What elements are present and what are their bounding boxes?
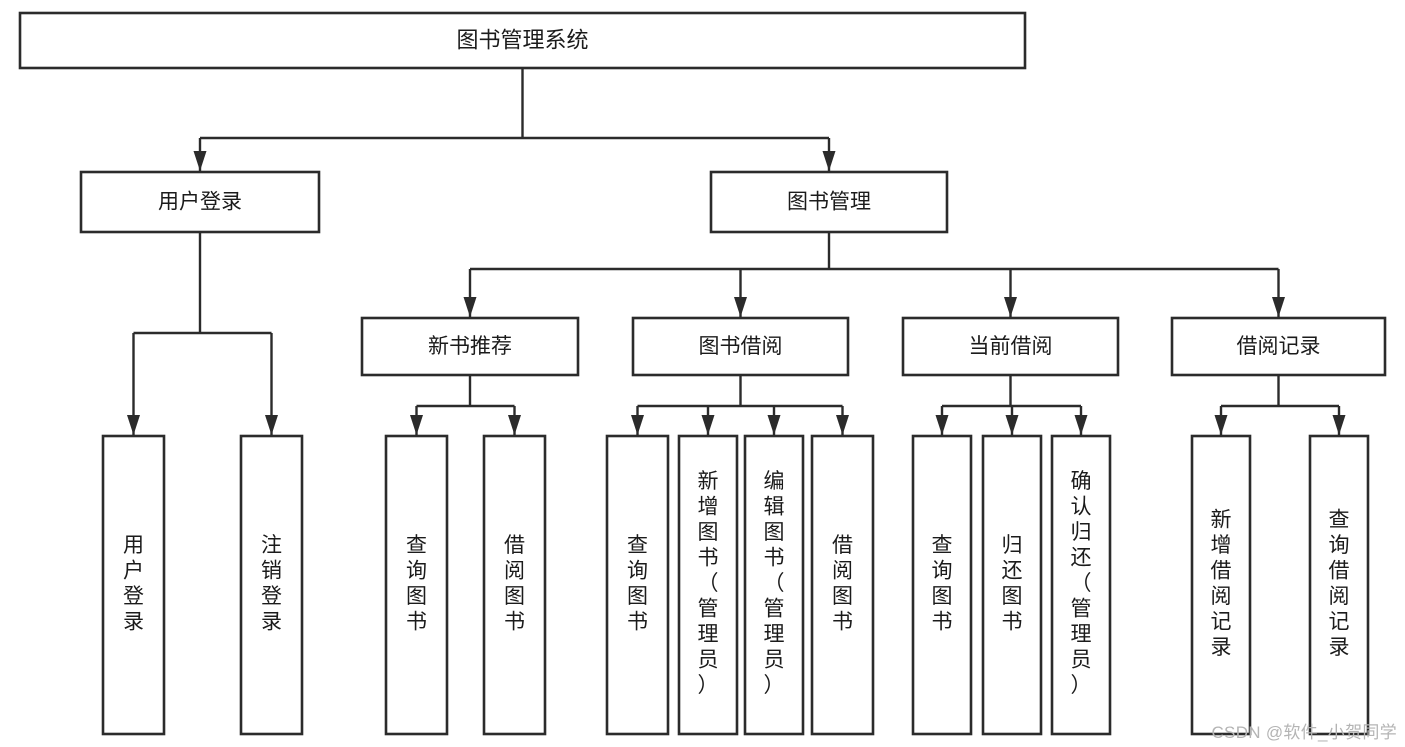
node-box[interactable]	[810, 434, 875, 736]
leaf-node-leaf-borrow-book-recommend[interactable]: 借阅图书	[482, 434, 547, 736]
leaf-node-leaf-add-borrow-record[interactable]: 新增借阅记录	[1190, 434, 1252, 736]
node-box[interactable]	[631, 316, 850, 377]
level2-node-book-borrow[interactable]: 图书借阅	[631, 316, 850, 377]
node-label: 借阅图书	[832, 534, 853, 634]
connectors-layer	[127, 68, 1346, 435]
leaf-node-leaf-query-book-recommend[interactable]: 查询图书	[384, 434, 449, 736]
node-box[interactable]	[1308, 434, 1370, 736]
connector-new-book-recommend-to-leaves	[410, 375, 521, 435]
watermark-credit: CSDN @软件_小贺同学	[1211, 723, 1397, 742]
root-node-root[interactable]: 图书管理系统	[18, 11, 1027, 70]
node-box[interactable]	[1050, 434, 1112, 736]
page-title: 图书管理系统	[456, 27, 588, 52]
node-box[interactable]	[1190, 434, 1252, 736]
node-label: 查询图书	[932, 534, 953, 634]
connector-borrow-record-to-leaves	[1214, 375, 1346, 435]
node-label: 图书借阅	[699, 335, 783, 358]
node-box[interactable]	[1170, 316, 1387, 377]
node-label: 查询借阅记录	[1329, 508, 1350, 659]
node-label: 用户登录	[123, 534, 144, 634]
level2-node-new-book-recommend[interactable]: 新书推荐	[360, 316, 580, 377]
node-label: 新增图书（管理员）	[698, 470, 719, 697]
node-box[interactable]	[101, 434, 166, 736]
connector-book-manage-to-level2	[463, 232, 1285, 317]
leaf-node-leaf-borrow-book[interactable]: 借阅图书	[810, 434, 875, 736]
level2-node-borrow-record[interactable]: 借阅记录	[1170, 316, 1387, 377]
node-label: 当前借阅	[969, 335, 1053, 358]
node-label: 新书推荐	[428, 335, 512, 358]
node-box[interactable]	[743, 434, 805, 736]
node-label: 查询图书	[406, 534, 427, 634]
node-box[interactable]	[605, 434, 670, 736]
node-box[interactable]	[18, 11, 1027, 70]
leaf-node-leaf-confirm-return-admin[interactable]: 确认归还（管理员）	[1050, 434, 1112, 736]
node-box[interactable]	[482, 434, 547, 736]
connector-root-to-level1	[193, 68, 836, 171]
leaf-node-leaf-query-borrow-record[interactable]: 查询借阅记录	[1308, 434, 1370, 736]
node-label: 图书管理	[787, 191, 871, 214]
node-label: 确认归还（管理员）	[1071, 470, 1092, 697]
node-box[interactable]	[901, 316, 1120, 377]
connector-user-login-to-leaves	[127, 232, 278, 435]
node-box[interactable]	[79, 170, 321, 234]
leaf-node-leaf-add-book-admin[interactable]: 新增图书（管理员）	[677, 434, 739, 736]
nodes-layer: 图书管理系统用户登录图书管理新书推荐图书借阅当前借阅借阅记录用户登录注销登录查询…	[18, 11, 1387, 736]
leaf-node-leaf-query-book-borrow[interactable]: 查询图书	[605, 434, 670, 736]
level1-node-book-manage[interactable]: 图书管理	[709, 170, 949, 234]
node-label: 查询图书	[627, 534, 648, 634]
level1-node-user-login[interactable]: 用户登录	[79, 170, 321, 234]
node-box[interactable]	[360, 316, 580, 377]
node-box[interactable]	[911, 434, 973, 736]
node-box[interactable]	[709, 170, 949, 234]
node-label: 编辑图书（管理员）	[764, 470, 785, 697]
node-label: 注销登录	[261, 534, 282, 634]
node-box[interactable]	[384, 434, 449, 736]
leaf-node-leaf-user-login[interactable]: 用户登录	[101, 434, 166, 736]
level2-node-current-borrow[interactable]: 当前借阅	[901, 316, 1120, 377]
node-label: 借阅记录	[1237, 335, 1321, 358]
leaf-node-leaf-logout-login[interactable]: 注销登录	[239, 434, 304, 736]
node-box[interactable]	[677, 434, 739, 736]
leaf-node-leaf-return-book[interactable]: 归还图书	[981, 434, 1043, 736]
connector-current-borrow-to-leaves	[935, 375, 1088, 435]
node-box[interactable]	[239, 434, 304, 736]
node-label: 新增借阅记录	[1211, 508, 1232, 659]
leaf-node-leaf-edit-book-admin[interactable]: 编辑图书（管理员）	[743, 434, 805, 736]
node-label: 借阅图书	[504, 534, 525, 634]
leaf-node-leaf-query-book-current[interactable]: 查询图书	[911, 434, 973, 736]
node-label: 归还图书	[1002, 534, 1023, 634]
connector-book-borrow-to-leaves	[631, 375, 849, 435]
node-label: 用户登录	[158, 191, 242, 214]
node-box[interactable]	[981, 434, 1043, 736]
